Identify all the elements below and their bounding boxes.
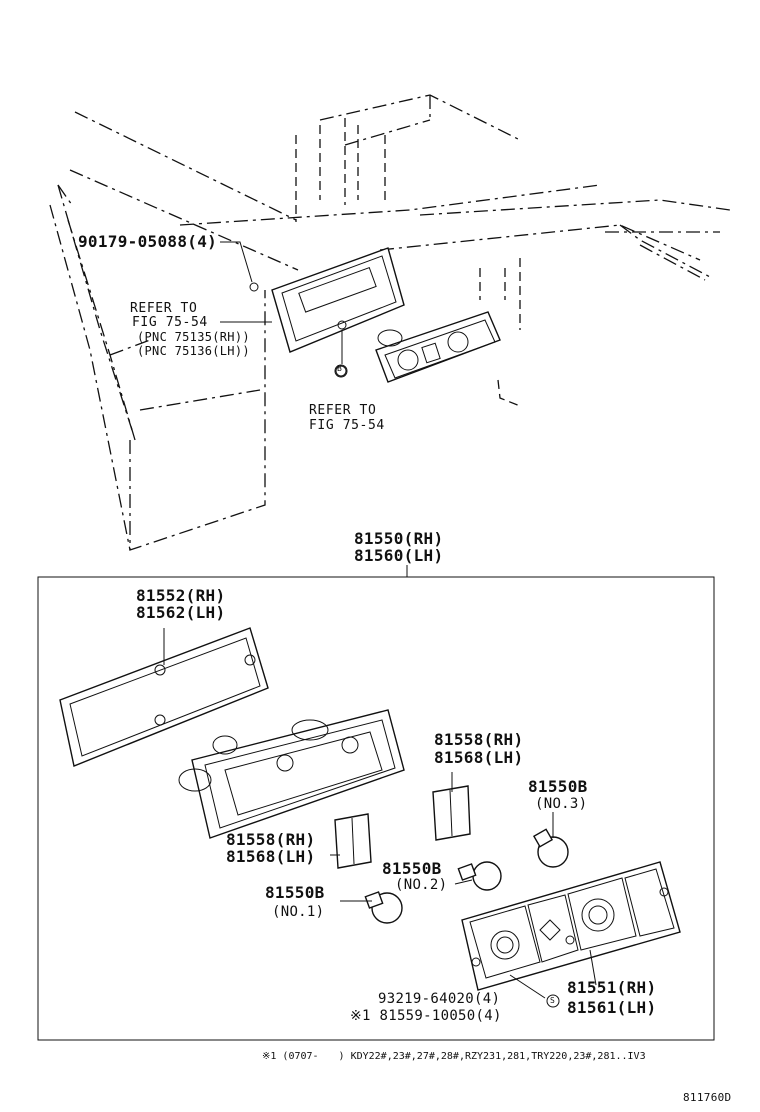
circle-b-marker	[334, 364, 348, 378]
bulb-parts	[340, 812, 569, 924]
assembly-frame	[37, 576, 715, 1041]
label-fig-75-54-lower: FIG 75-54	[309, 418, 385, 433]
upper-leader-lines	[220, 241, 343, 364]
footnote-applicability: ※1 (0707- ) KDY22#,23#,27#,28#,RZY231,28…	[262, 1051, 646, 1062]
lamp-housing-part	[178, 709, 405, 839]
label-pnc-lh: (PNC 75136(LH))	[137, 344, 250, 358]
reflector-parts	[330, 772, 471, 869]
label-bulb-no2-sub: (NO.2)	[395, 877, 448, 893]
label-circle-b: B	[337, 364, 343, 373]
figure-code: 811760D	[683, 1091, 732, 1104]
label-bulb-no1: 81550B	[265, 883, 325, 902]
label-pnc-rh: (PNC 75135(RH))	[137, 330, 250, 344]
label-refer-to-lower: REFER TO	[309, 403, 377, 418]
label-reflector-b-rh: 81558(RH)	[226, 830, 316, 849]
label-screw-93219: 93219-64020(4)	[378, 991, 501, 1007]
label-lens-rh: 81551(RH)	[567, 978, 657, 997]
label-bolt-90179: 90179-05088(4)	[78, 232, 218, 251]
label-bulb-no2: 81550B	[382, 859, 442, 878]
circle-s-marker	[546, 994, 560, 1008]
label-reflector-b-lh: 81568(LH)	[226, 847, 316, 866]
label-reflector-a-lh: 81568(LH)	[434, 748, 524, 767]
label-lens-lh: 81561(LH)	[567, 998, 657, 1017]
vehicle-body-outline	[49, 94, 731, 551]
upper-lamp-view	[335, 311, 501, 383]
label-gasket-lh: 81562(LH)	[136, 603, 226, 622]
mounting-bracket	[249, 247, 405, 353]
gasket-part	[59, 627, 269, 767]
label-bulb-no3: 81550B	[528, 777, 588, 796]
label-refer-to-upper: REFER TO	[130, 301, 198, 316]
label-bulb-no1-sub: (NO.1)	[272, 904, 325, 920]
label-gasket-rh: 81552(RH)	[136, 586, 226, 605]
label-reflector-a-rh: 81558(RH)	[434, 730, 524, 749]
label-assembly-lh: 81560(LH)	[354, 546, 444, 565]
label-fig-75-54-upper: FIG 75-54	[132, 315, 208, 330]
label-circle-s: S	[550, 996, 556, 1005]
label-assembly-rh: 81550(RH)	[354, 529, 444, 548]
lens-part	[461, 861, 681, 999]
label-bulb-no3-sub: (NO.3)	[535, 796, 588, 812]
label-screw-81559: ※1 81559-10050(4)	[350, 1008, 502, 1024]
